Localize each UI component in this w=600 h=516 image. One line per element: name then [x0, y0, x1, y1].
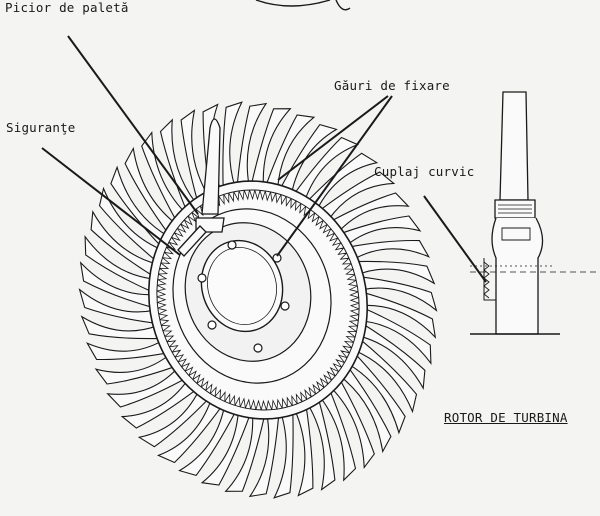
fixing-hole — [253, 343, 263, 353]
turbine-blade — [319, 388, 357, 482]
fixing-holes — [197, 240, 290, 353]
turbine-blade — [180, 109, 209, 203]
label-gauri-de-fixare: Găuri de fixare — [334, 78, 450, 93]
turbine-blade — [137, 389, 211, 448]
section-disc — [491, 217, 544, 335]
label-cuplaj-curvic: Cuplaj curvic — [374, 164, 475, 179]
rim-tooth-zigzag — [156, 189, 360, 411]
turbine-blade — [156, 398, 224, 464]
label-picior-de-paleta: Picior de paletă — [5, 0, 129, 15]
turbine-blade — [347, 239, 431, 260]
rotor-disc — [147, 180, 369, 420]
curvic-teeth — [483, 261, 490, 299]
turbine-blade — [250, 108, 292, 187]
turbine-blade — [200, 410, 252, 486]
fixing-hole — [272, 253, 282, 263]
turbine-blade — [248, 413, 280, 498]
turbine-blade — [354, 337, 418, 414]
blade-root-highlight — [177, 118, 225, 257]
fixing-hole — [227, 240, 237, 250]
turbine-blade — [222, 101, 243, 190]
turbine-blade — [94, 354, 177, 385]
turbine-blade — [279, 123, 338, 195]
turbine-blade — [264, 114, 316, 190]
turbine-blade — [339, 365, 392, 454]
leader-sigurante — [41, 147, 181, 256]
turbine-blade — [358, 276, 438, 312]
turbine-blade — [78, 288, 158, 324]
leader-gauri-1 — [277, 95, 389, 181]
turbine-blade — [80, 315, 163, 340]
fixing-hole — [197, 273, 207, 283]
turbine-blade — [353, 260, 436, 285]
leader-cuplaj — [423, 195, 487, 283]
turbine-blade — [84, 234, 155, 293]
hub-bore — [200, 239, 284, 333]
turbine-blade — [348, 351, 406, 435]
leader-gauri-2 — [276, 95, 393, 257]
rotor-blades — [78, 101, 438, 499]
turbine-blade — [339, 215, 422, 246]
turbine-blade — [90, 210, 157, 278]
turbine-blade — [236, 102, 268, 187]
turbine-blade — [294, 404, 314, 497]
disc-web-ring — [172, 208, 332, 384]
section-blade — [499, 91, 529, 201]
turbine-blade — [273, 410, 294, 499]
turbine-blade — [85, 340, 169, 361]
leader-picior — [67, 35, 199, 215]
turbine-blade — [98, 186, 162, 263]
turbine-blade — [120, 379, 198, 429]
rotor-cross-section — [470, 91, 598, 335]
turbine-blade — [361, 291, 437, 339]
turbine-blade — [361, 307, 432, 366]
turbine-blade — [330, 377, 375, 469]
turbine-blade — [359, 322, 426, 390]
turbine-blade — [318, 171, 396, 221]
lock-plate — [177, 225, 207, 257]
turbine-blade — [305, 152, 379, 211]
turbine-blade — [141, 131, 186, 223]
label-sigurante: Siguranţe — [6, 120, 76, 135]
top-disc-fragment — [255, 0, 351, 11]
turbine-blade — [124, 146, 177, 235]
fixing-hole — [207, 320, 217, 330]
turbine-blade — [307, 397, 336, 491]
turbine-blade — [106, 367, 187, 408]
turbine-blade — [79, 261, 155, 309]
label-rotor-de-turbina: ROTOR DE TURBINA — [444, 410, 568, 425]
turbine-blade — [329, 192, 410, 233]
turbine-blade — [178, 405, 237, 477]
fixing-hole — [280, 301, 290, 311]
turbine-blade — [224, 413, 266, 492]
disc-rim-teeth — [156, 189, 360, 411]
leader-lines — [41, 35, 487, 283]
